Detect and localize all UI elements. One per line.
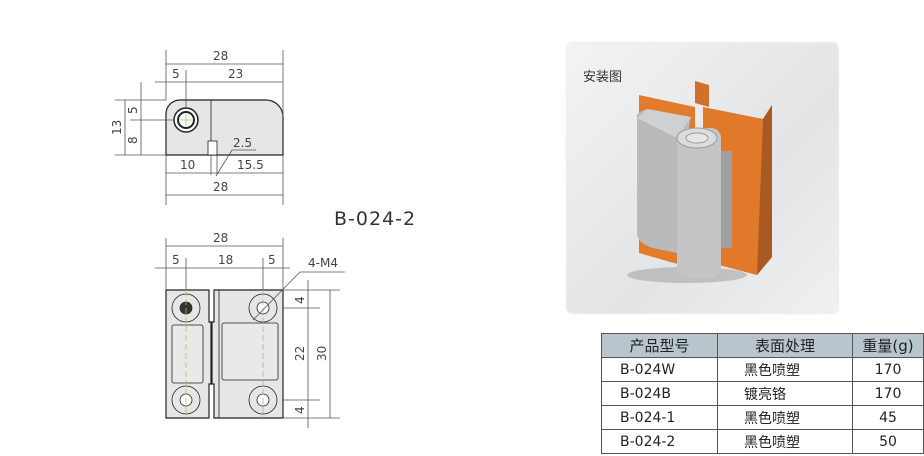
cell-weight: 45: [852, 405, 924, 430]
dim-2-5: 2.5: [233, 136, 252, 150]
cell-model: B-024-1: [601, 405, 718, 430]
col-header-finish: 表面处理: [717, 333, 853, 358]
dim-15-5: 15.5: [237, 158, 264, 172]
table-row: B-024-2 黑色喷塑 50: [601, 429, 924, 454]
dim-h5: 5: [126, 106, 140, 114]
dim-23: 23: [228, 67, 243, 81]
dim-bottom-28: 28: [213, 180, 228, 194]
dim-top-28: 28: [213, 49, 228, 63]
model-label: B-024-2: [334, 208, 417, 230]
col-header-model: 产品型号: [601, 333, 718, 358]
installation-caption: 安装图: [583, 70, 623, 85]
cell-weight: 170: [852, 357, 924, 382]
dim-5-right: 5: [268, 253, 276, 267]
dim-4-top: 4: [293, 296, 307, 304]
dim-22: 22: [293, 346, 307, 361]
cell-model: B-024-2: [601, 429, 718, 454]
table-header: 产品型号 表面处理 重量(g): [601, 333, 924, 358]
hinge-render: [627, 81, 772, 283]
top-view: 28 5 23 13 5 8 2.5 10 15.5 28: [110, 49, 284, 205]
installation-image: 安装图: [567, 43, 838, 313]
spec-table: 产品型号 表面处理 重量(g) B-024W 黑色喷塑 170 B-024B 镀…: [601, 333, 924, 454]
cell-weight: 170: [852, 381, 924, 406]
dim-13: 13: [110, 120, 124, 135]
cell-weight: 50: [852, 429, 924, 454]
front-view: 28 5 18 5 4-M4 4 22 4 30: [155, 231, 345, 428]
table-row: B-024B 镀亮铬 170: [601, 381, 924, 406]
dim-5-left: 5: [172, 253, 180, 267]
dim-10: 10: [180, 158, 195, 172]
dim-28: 28: [213, 231, 228, 245]
cell-model: B-024W: [601, 357, 718, 382]
dim-18: 18: [218, 253, 233, 267]
cell-finish: 镀亮铬: [717, 381, 853, 406]
cell-finish: 黑色喷塑: [717, 429, 853, 454]
cell-finish: 黑色喷塑: [717, 405, 853, 430]
thread-callout: 4-M4: [308, 256, 338, 270]
technical-drawing: 28 5 23 13 5 8 2.5 10 15.5 28 28 5 18 5 …: [110, 49, 345, 428]
cell-model: B-024B: [601, 381, 718, 406]
table-row: B-024-1 黑色喷塑 45: [601, 405, 924, 430]
cell-finish: 黑色喷塑: [717, 357, 853, 382]
dim-30: 30: [315, 346, 329, 361]
dim-4-bottom: 4: [293, 406, 307, 414]
table-row: B-024W 黑色喷塑 170: [601, 357, 924, 382]
dim-5: 5: [172, 67, 180, 81]
col-header-weight: 重量(g): [852, 333, 924, 358]
dim-h8: 8: [126, 136, 140, 144]
